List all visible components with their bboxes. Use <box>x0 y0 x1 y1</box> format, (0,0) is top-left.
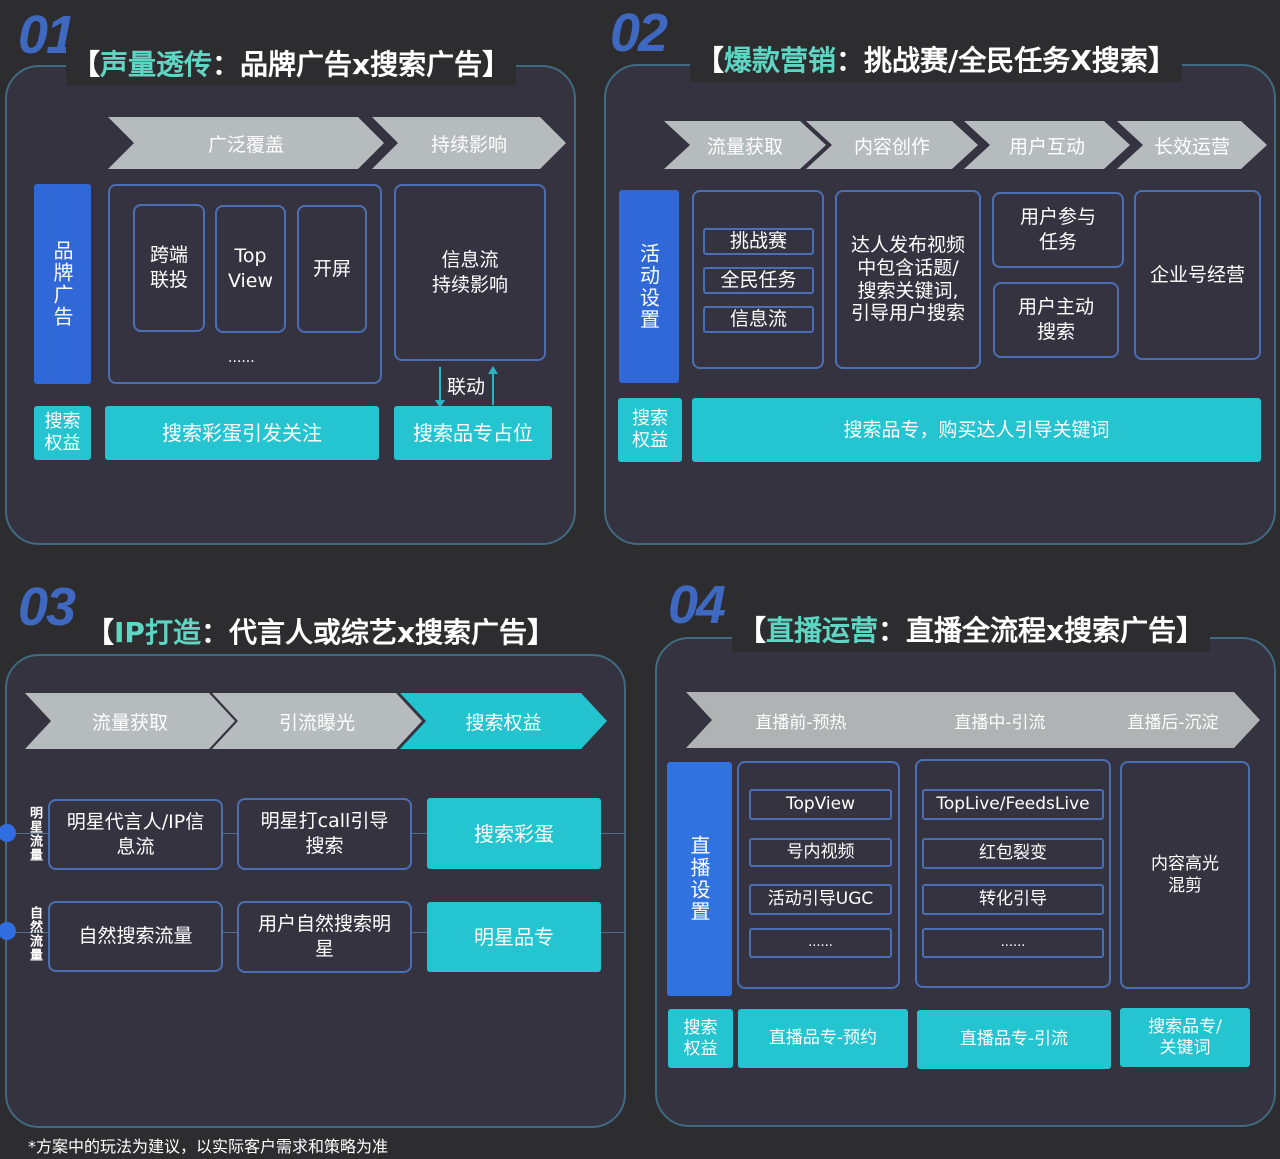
panel4-title: 【直播运营：直播全流程x搜索广告】 <box>732 610 1211 652</box>
panel4-search-rights-label: 搜索 权益 <box>668 1009 733 1068</box>
panel2-activity-group <box>692 190 824 369</box>
panel4-search-keywords: 搜索品专/ 关键词 <box>1120 1008 1250 1067</box>
panel1-brand-group <box>108 184 382 384</box>
panel4-stage-2: 直播中-引流 <box>886 692 1114 748</box>
panel1-more-ellipsis: ...... <box>228 350 255 366</box>
panel3-left-connector <box>5 770 6 990</box>
panel4-pre-video: 号内视频 <box>749 838 892 867</box>
panel3-row1-cell-2: 明星打call引导 搜索 <box>237 798 412 870</box>
panel3-row2-dot <box>0 922 16 940</box>
panel1-search-brand-zone: 搜索品专占位 <box>394 406 552 460</box>
panel1-link-label: 联动 <box>447 376 486 398</box>
panel3-row1-cell-3: 搜索彩蛋 <box>427 798 601 869</box>
panel3-row2-cell-2: 用户自然搜索明 星 <box>237 901 412 973</box>
panel1-topview-box: Top View <box>215 205 286 333</box>
panel4-post-box: 内容高光 混剪 <box>1120 761 1250 989</box>
panel2-task-item: 全民任务 <box>703 267 814 294</box>
panel4-search-traffic: 直播品专-引流 <box>917 1010 1111 1069</box>
panel3-stage-3: 搜索权益 <box>400 693 607 749</box>
panel4-mid-toplive: TopLive/FeedsLive <box>922 789 1104 820</box>
panel1-stage-1: 广泛覆盖 <box>108 117 384 169</box>
panel3-title: 【IP打造：代言人或综艺x搜索广告】 <box>80 612 562 654</box>
panel4-pre-more: ...... <box>749 928 892 958</box>
panel4-stage-1: 直播前-预热 <box>686 692 916 748</box>
panel1-search-rights-label: 搜索 权益 <box>34 406 91 460</box>
panel3-row2-cell-3: 明星品专 <box>427 902 601 972</box>
panel1-stage-2: 持续影响 <box>372 117 566 169</box>
panel3-row1-label: 明星流量 <box>27 806 42 862</box>
panel2-title: 【爆款营销：挑战赛/全民任务X搜索】 <box>690 40 1182 82</box>
footnote: *方案中的玩法为建议，以实际客户需求和策略为准 <box>28 1137 389 1156</box>
panel3-number: 03 <box>18 577 76 637</box>
panel2-search-rights-label: 搜索 权益 <box>618 398 682 462</box>
panel3-stage-1: 流量获取 <box>25 693 235 749</box>
panel4-number: 04 <box>668 575 726 635</box>
panel4-row-label-live-setup: 直播设置 <box>667 762 732 996</box>
panel2-content-box: 达人发布视频 中包含话题/ 搜索关键词, 引导用户搜索 <box>835 190 981 369</box>
panel1-cross-platform-box: 跨端 联投 <box>133 204 205 332</box>
panel2-user-search-box: 用户主动 搜索 <box>993 282 1119 358</box>
panel2-feed-item: 信息流 <box>703 306 814 333</box>
panel3-row1-cell-1: 明星代言人/IP信 息流 <box>48 799 223 870</box>
arrow-down-icon <box>435 400 445 408</box>
panel2-row-label-activity: 活动设置 <box>619 190 679 383</box>
panel4-pre-ugc: 活动引导UGC <box>749 884 892 915</box>
panel3-row1-dot <box>0 824 16 842</box>
panel4-mid-conversion: 转化引导 <box>922 884 1104 915</box>
panel1-feed-box: 信息流 持续影响 <box>394 184 546 361</box>
panel4-pre-group <box>737 761 900 989</box>
panel2-enterprise-box: 企业号经营 <box>1134 190 1261 360</box>
panel2-challenge-item: 挑战赛 <box>703 228 814 255</box>
panel2-search-box: 搜索品专，购买达人引导关键词 <box>692 398 1261 462</box>
panel2-number: 02 <box>610 3 668 63</box>
panel4-search-preorder: 直播品专-预约 <box>738 1009 908 1068</box>
panel3-row2-cell-1: 自然搜索流量 <box>48 901 223 972</box>
panel2-stage-3: 用户互动 <box>964 121 1130 169</box>
panel4-mid-more: ...... <box>922 928 1104 958</box>
panel4-pre-topview: TopView <box>749 789 892 820</box>
panel3-row2-label: 自然流量 <box>27 906 42 962</box>
panel1-title: 【声量透传：品牌广告x搜索广告】 <box>66 44 517 86</box>
panel1-row-label-brand-ads: 品牌广告 <box>34 184 91 384</box>
panel1-search-easter-egg: 搜索彩蛋引发关注 <box>105 406 379 460</box>
panel2-stage-2: 内容创作 <box>806 121 978 169</box>
arrow-up-icon <box>488 366 498 374</box>
panel4-mid-group <box>915 759 1111 988</box>
panel1-link-arrow-down <box>439 367 441 405</box>
panel2-stage-1: 流量获取 <box>664 121 826 169</box>
panel1-splash-box: 开屏 <box>297 205 367 333</box>
panel2-user-task-box: 用户参与 任务 <box>992 192 1124 268</box>
panel3-stage-2: 引流曝光 <box>212 693 422 749</box>
panel4-stage-3: 直播后-沉淀 <box>1086 692 1260 748</box>
panel4-mid-redpacket: 红包裂变 <box>922 838 1104 869</box>
panel1-link-arrow-up <box>492 370 494 405</box>
